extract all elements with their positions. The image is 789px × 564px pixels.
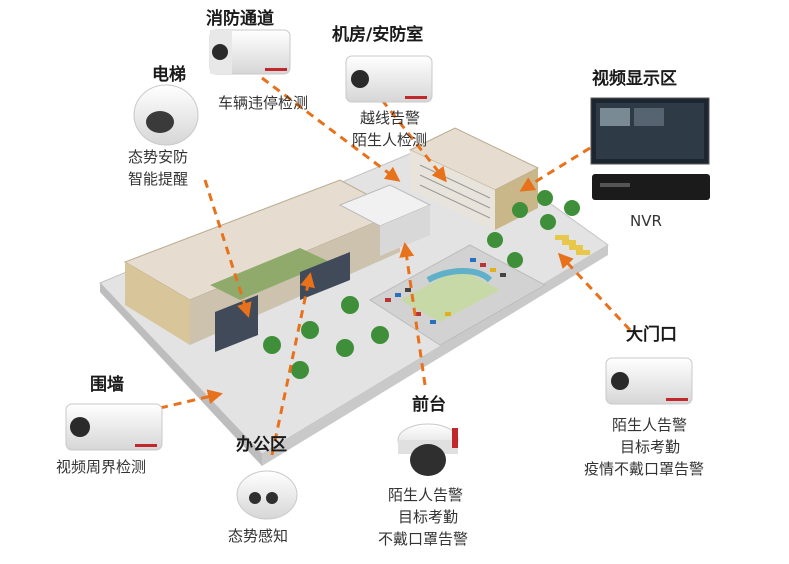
office-camera-icon	[236, 470, 298, 520]
perimeter-wall-feature: 视频周界检测	[56, 458, 146, 476]
fire-lane-camera-icon	[209, 29, 291, 75]
nvr-label: NVR	[630, 212, 662, 230]
main-gate-feature-3: 疫情不戴口罩告警	[584, 460, 704, 478]
fire-lane-title: 消防通道	[206, 8, 274, 29]
elevator-camera-icon	[133, 84, 199, 146]
fire-lane-feature: 车辆违停检测	[218, 94, 308, 112]
front-desk-feature-1: 陌生人告警	[388, 486, 463, 504]
main-gate-feature-1: 陌生人告警	[612, 416, 687, 434]
video-display-title: 视频显示区	[592, 68, 677, 89]
main-gate-title: 大门口	[626, 324, 677, 345]
wall-camera-icon	[65, 403, 163, 451]
elevator-feature-2: 智能提醒	[128, 170, 188, 188]
front-desk-feature-3: 不戴口罩告警	[378, 530, 468, 548]
parking-lot	[369, 235, 590, 346]
monitor-icon	[590, 97, 710, 165]
office-area-title: 办公区	[236, 434, 287, 455]
front-desk-title: 前台	[412, 394, 446, 415]
front-desk-feature-2: 目标考勤	[398, 508, 458, 526]
front-desk-camera-icon	[397, 423, 459, 476]
machine-room-title: 机房/安防室	[332, 24, 423, 45]
trees	[263, 190, 580, 379]
office-area-feature: 态势感知	[228, 527, 288, 545]
nvr-icon	[592, 174, 710, 200]
arrows	[159, 76, 632, 456]
gate-camera-icon	[605, 357, 693, 405]
machine-room-feature-1: 越线告警	[360, 109, 420, 127]
machine-room-feature-2: 陌生人检测	[352, 131, 427, 149]
elevator-feature-1: 态势安防	[128, 148, 188, 166]
elevator-title: 电梯	[152, 64, 186, 85]
main-gate-feature-2: 目标考勤	[620, 438, 680, 456]
machine-room-camera-icon	[345, 55, 433, 103]
perimeter-wall-title: 围墙	[90, 374, 124, 395]
